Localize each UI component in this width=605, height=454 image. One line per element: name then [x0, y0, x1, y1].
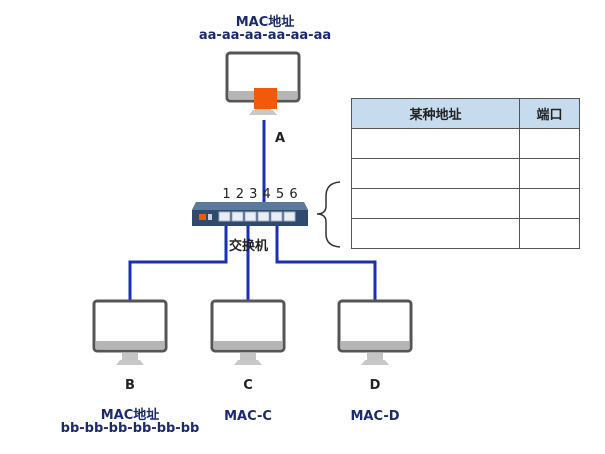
- host-a-label: A: [274, 131, 286, 146]
- computer-b: [92, 299, 168, 365]
- table-cell: [351, 128, 520, 159]
- host-d-label: D: [369, 378, 381, 393]
- table-header-port: 端口: [519, 98, 580, 129]
- table-cell: [351, 188, 520, 219]
- table-row: [351, 158, 580, 189]
- links: [128, 120, 377, 300]
- table-cell: [519, 188, 580, 219]
- table-row: [351, 218, 580, 249]
- port-5-label: 5: [275, 187, 285, 202]
- link-switch-b: [128, 214, 228, 300]
- table-cell: [519, 128, 580, 159]
- mac-address-table: 某种地址 端口: [351, 98, 580, 249]
- brace-icon: [316, 181, 341, 248]
- switch-icon: [192, 202, 308, 226]
- port-6-label: 6: [289, 187, 298, 202]
- mac-chip-icon: [254, 88, 277, 109]
- port-1-label: 1: [222, 187, 231, 202]
- table-cell: [519, 158, 580, 189]
- table-cell: [351, 218, 520, 249]
- host-c-mac-value: MAC-C: [224, 409, 272, 424]
- computer-d: [337, 299, 413, 365]
- switch-label: 交换机: [229, 239, 269, 254]
- link-switch-d: [275, 214, 377, 300]
- host-c-label: C: [243, 378, 253, 393]
- table-row: [351, 128, 580, 159]
- computer-a: [225, 51, 301, 115]
- port-4-label: 4: [262, 187, 271, 202]
- table-header-row: 某种地址 端口: [351, 98, 580, 129]
- host-b-mac-value: bb-bb-bb-bb-bb-bb: [60, 421, 200, 436]
- computer-c: [210, 299, 286, 365]
- host-b-label: B: [125, 378, 135, 393]
- table-cell: [351, 158, 520, 189]
- switch-port-numbers: 1 2 3 4 5 6: [220, 187, 300, 202]
- table-row: [351, 188, 580, 219]
- port-2-label: 2: [235, 187, 245, 202]
- table-cell: [519, 218, 580, 249]
- host-a-mac-value: aa-aa-aa-aa-aa-aa: [198, 28, 332, 43]
- host-d-mac-value: MAC-D: [350, 409, 400, 424]
- port-3-label: 3: [249, 187, 258, 202]
- table-header-address: 某种地址: [351, 98, 520, 129]
- host-a-mac-title: MAC地址: [235, 15, 295, 30]
- host-b-mac-title: MAC地址: [100, 408, 160, 423]
